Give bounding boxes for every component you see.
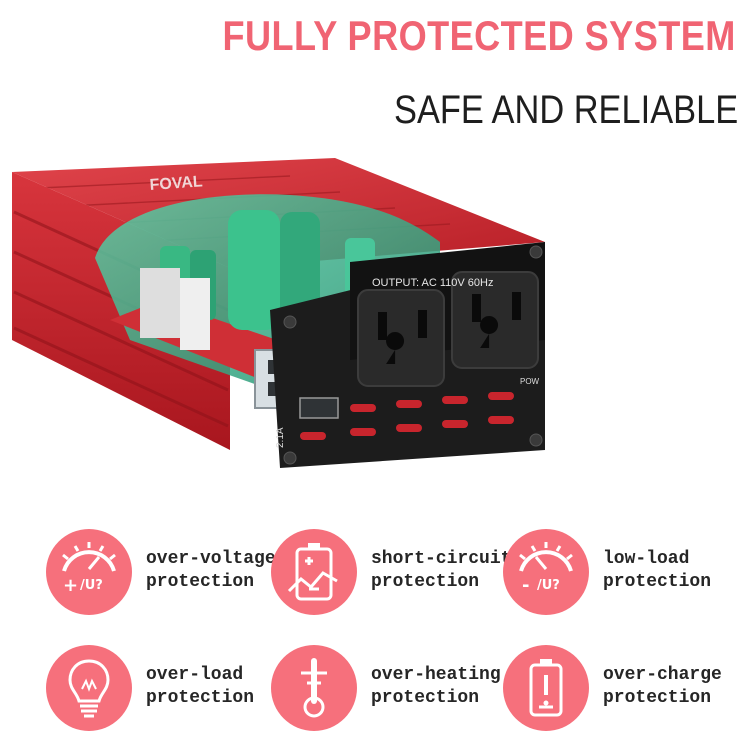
page-subtitle: SAFE AND RELIABLE — [393, 88, 738, 132]
feature-title: short-circuit — [371, 549, 512, 569]
svg-text:+: + — [63, 575, 78, 596]
power-label: POW — [520, 377, 540, 386]
feature-title: over-load — [146, 665, 244, 685]
feature-subtitle: protection — [371, 688, 480, 708]
svg-text:-: - — [522, 575, 529, 596]
feature-title: low-load — [603, 549, 690, 569]
power-inverter-image: OUTPUT: AC 110V 60Hz 2.1A POW FOVAL — [12, 158, 545, 468]
feature-over-charge: over-charge protection — [503, 645, 743, 731]
voltage-meter-icon: + /U? — [46, 529, 132, 615]
feature-low-load: - /U? low-load protection — [503, 529, 743, 615]
usb-rating-label: 2.1A — [275, 427, 286, 448]
battery-short-circuit-icon — [271, 529, 357, 615]
svg-text:/U?: /U? — [537, 578, 560, 593]
feature-over-load: over-load protection — [46, 645, 286, 731]
feature-title: over-voltage — [146, 549, 276, 569]
feature-over-heating: over-heating protection — [271, 645, 511, 731]
feature-title: over-charge — [603, 665, 722, 685]
battery-charge-icon — [503, 645, 589, 731]
feature-subtitle: protection — [603, 572, 712, 592]
thermometer-icon — [271, 645, 357, 731]
svg-text:/U?: /U? — [80, 578, 103, 593]
feature-subtitle: protection — [603, 688, 712, 708]
low-voltage-meter-icon: - /U? — [503, 529, 589, 615]
page-title: FULLY PROTECTED SYSTEM — [222, 12, 736, 59]
brand-logo: FOVAL — [149, 173, 203, 194]
feature-subtitle: protection — [146, 688, 255, 708]
feature-subtitle: protection — [371, 572, 480, 592]
feature-subtitle: protection — [146, 572, 255, 592]
light-bulb-icon — [46, 645, 132, 731]
output-label: OUTPUT: AC 110V 60Hz — [372, 277, 493, 289]
feature-title: over-heating — [371, 665, 501, 685]
feature-short-circuit: short-circuit protection — [271, 529, 511, 615]
feature-over-voltage: + /U? over-voltage protection — [46, 529, 286, 615]
